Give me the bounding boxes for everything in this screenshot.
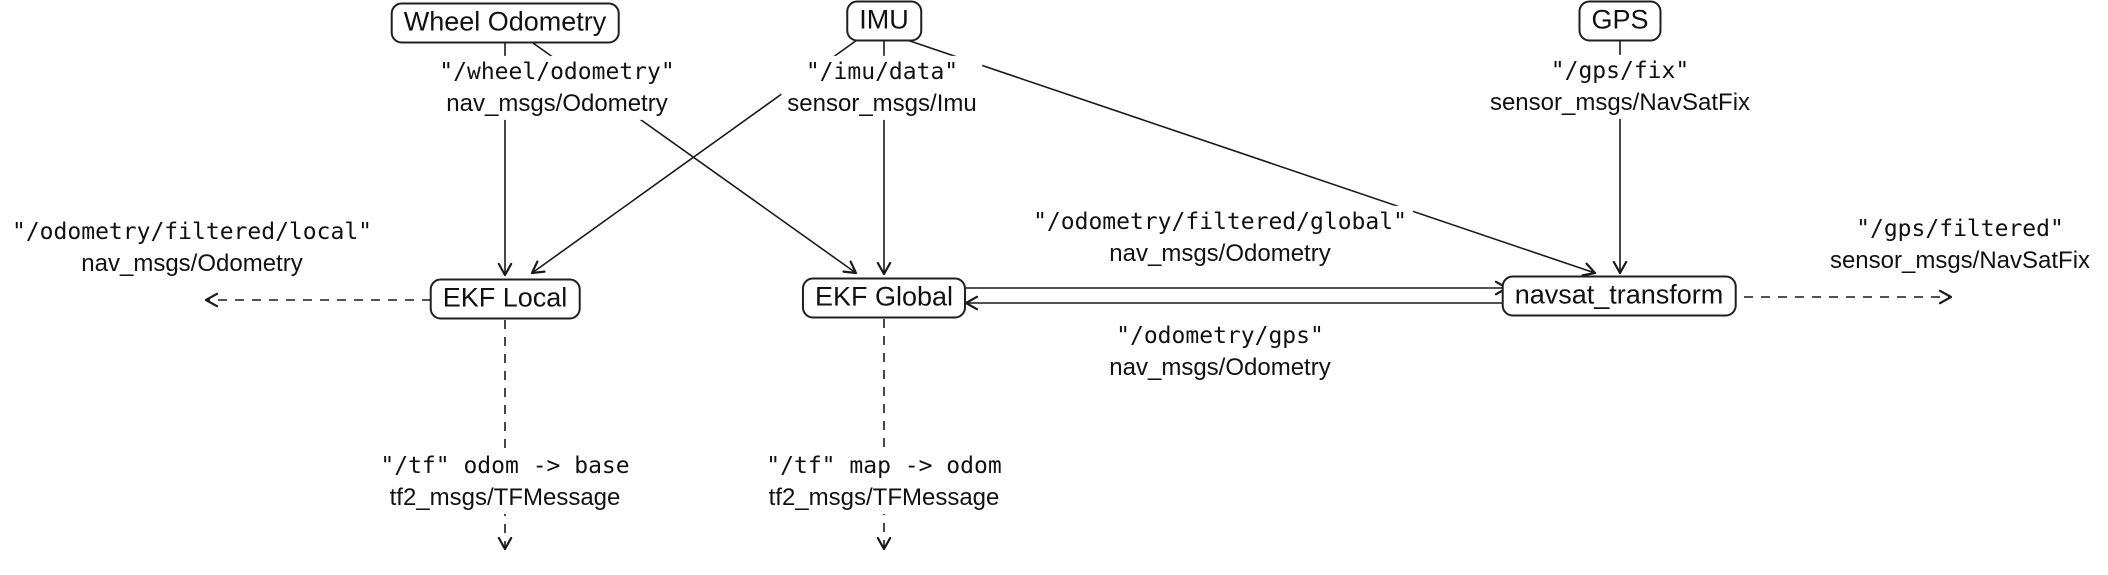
- topic-text: "/gps/filtered": [1856, 215, 2064, 242]
- node-navsat-transform: navsat_transform: [1501, 275, 1737, 317]
- topic-text: "/gps/fix": [1550, 57, 1690, 84]
- msg-type-text: nav_msgs/Odometry: [1109, 239, 1331, 267]
- label-tf-global: "/tf" map -> odom tf2_msgs/TFMessage: [760, 449, 1008, 515]
- label-global-output: "/odometry/filtered/global" nav_msgs/Odo…: [1027, 205, 1413, 271]
- topic-text: "/odometry/filtered/local": [11, 218, 373, 245]
- msg-type-text: nav_msgs/Odometry: [1109, 353, 1331, 381]
- node-gps: GPS: [1578, 0, 1662, 42]
- topic-text: "/wheel/odometry": [439, 58, 675, 85]
- msg-type-text: tf2_msgs/TFMessage: [768, 483, 1000, 511]
- topic-text: "/tf" odom -> base: [380, 452, 630, 479]
- label-local-output: "/odometry/filtered/local" nav_msgs/Odom…: [5, 215, 379, 281]
- topic-text: "/odometry/gps": [1116, 322, 1324, 349]
- label-imu-topic: "/imu/data" sensor_msgs/Imu: [781, 55, 983, 121]
- label-gps-odometry: "/odometry/gps" nav_msgs/Odometry: [1103, 319, 1337, 385]
- msg-type-text: sensor_msgs/Imu: [787, 89, 977, 117]
- node-wheel-odometry: Wheel Odometry: [390, 2, 620, 44]
- topic-text: "/odometry/filtered/global": [1033, 208, 1407, 235]
- label-gps-filtered: "/gps/filtered" sensor_msgs/NavSatFix: [1823, 212, 2097, 278]
- msg-type-text: sensor_msgs/NavSatFix: [1829, 246, 2091, 274]
- label-wheel-topic: "/wheel/odometry" nav_msgs/Odometry: [433, 55, 681, 121]
- node-ekf-local: EKF Local: [429, 278, 581, 320]
- label-gps-topic: "/gps/fix" sensor_msgs/NavSatFix: [1483, 54, 1757, 120]
- topic-text: "/tf" map -> odom: [766, 452, 1002, 479]
- msg-type-text: sensor_msgs/NavSatFix: [1489, 88, 1751, 116]
- msg-type-text: nav_msgs/Odometry: [446, 89, 668, 117]
- node-imu: IMU: [846, 0, 922, 42]
- node-ekf-global: EKF Global: [801, 277, 967, 319]
- msg-type-text: nav_msgs/Odometry: [81, 249, 303, 277]
- edge-imu-to-navsat: [906, 39, 1597, 277]
- topic-text: "/imu/data": [805, 58, 959, 85]
- msg-type-text: tf2_msgs/TFMessage: [389, 483, 621, 511]
- label-tf-local: "/tf" odom -> base tf2_msgs/TFMessage: [374, 449, 636, 515]
